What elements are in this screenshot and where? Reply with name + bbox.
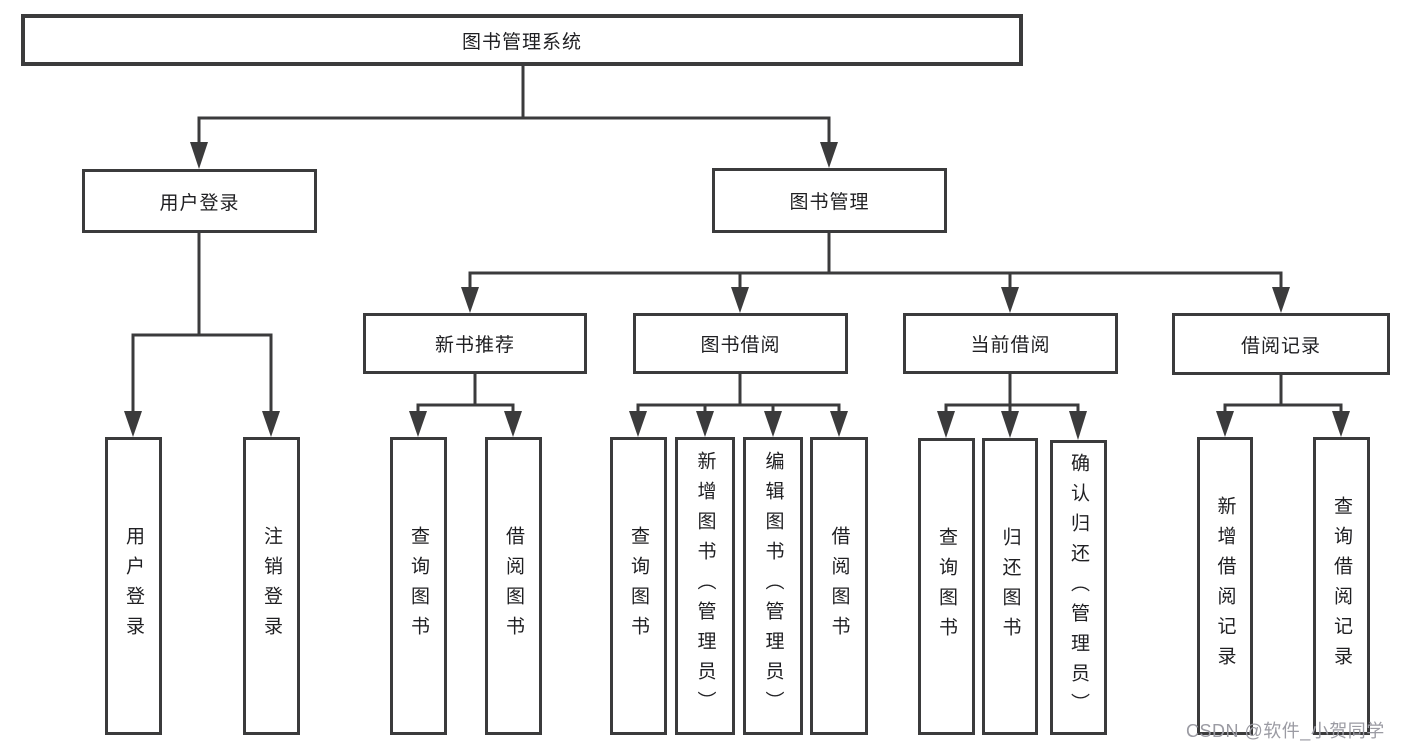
leaf-confirm-return-admin: 确认归还（管理员） xyxy=(1050,440,1107,735)
csdn-watermark: CSDN @软件_小贺同学 xyxy=(1186,721,1385,741)
leaf-user-login: 用户登录 xyxy=(105,437,162,735)
node-label: 编辑图书（管理员） xyxy=(762,451,784,721)
node-root: 图书管理系统 xyxy=(21,14,1023,66)
node-label: 新书推荐 xyxy=(434,335,515,356)
node-label: 注销登录 xyxy=(261,526,282,646)
node-label: 借阅图书 xyxy=(828,526,850,646)
leaf-query-books-current: 查询图书 xyxy=(918,438,975,735)
node-label: 用户登录 xyxy=(159,192,240,214)
node-label: 查询图书 xyxy=(936,526,957,647)
node-label: 图书管理系统 xyxy=(461,31,582,53)
node-label: 图书借阅 xyxy=(700,335,781,356)
node-label: 新增图书（管理员） xyxy=(694,451,716,721)
node-label: 归还图书 xyxy=(999,526,1021,647)
leaf-add-books-admin: 新增图书（管理员） xyxy=(675,437,735,735)
leaf-add-borrow-record: 新增借阅记录 xyxy=(1197,437,1253,735)
leaf-query-borrow-record: 查询借阅记录 xyxy=(1313,437,1370,735)
node-label: 当前借阅 xyxy=(970,335,1051,356)
leaf-borrow-books-recommend: 借阅图书 xyxy=(485,437,542,735)
arrowheads xyxy=(124,142,1350,440)
leaf-edit-books-admin: 编辑图书（管理员） xyxy=(743,437,803,735)
node-label: 查询借阅记录 xyxy=(1331,496,1352,676)
node-label: 借阅图书 xyxy=(503,526,524,646)
node-label: 用户登录 xyxy=(123,526,144,646)
leaf-query-books-recommend: 查询图书 xyxy=(390,437,447,735)
node-book-management-branch: 图书管理 xyxy=(712,168,947,233)
node-user-login-branch: 用户登录 xyxy=(82,169,317,233)
node-current-borrowing: 当前借阅 xyxy=(903,313,1118,374)
node-label: 借阅记录 xyxy=(1240,335,1321,357)
node-label: 查询图书 xyxy=(628,526,649,646)
node-new-book-recommend: 新书推荐 xyxy=(363,313,587,374)
leaf-query-books-borrowing: 查询图书 xyxy=(610,437,667,735)
leaf-borrow-books: 借阅图书 xyxy=(810,437,868,735)
node-label: 确认归还（管理员） xyxy=(1068,452,1089,723)
node-borrowing-records: 借阅记录 xyxy=(1172,313,1390,375)
leaf-return-books: 归还图书 xyxy=(982,438,1038,735)
node-label: 新增借阅记录 xyxy=(1214,496,1236,676)
node-book-borrowing: 图书借阅 xyxy=(633,313,848,374)
leaf-logout: 注销登录 xyxy=(243,437,300,735)
node-label: 图书管理 xyxy=(789,192,870,213)
node-label: 查询图书 xyxy=(408,526,429,646)
